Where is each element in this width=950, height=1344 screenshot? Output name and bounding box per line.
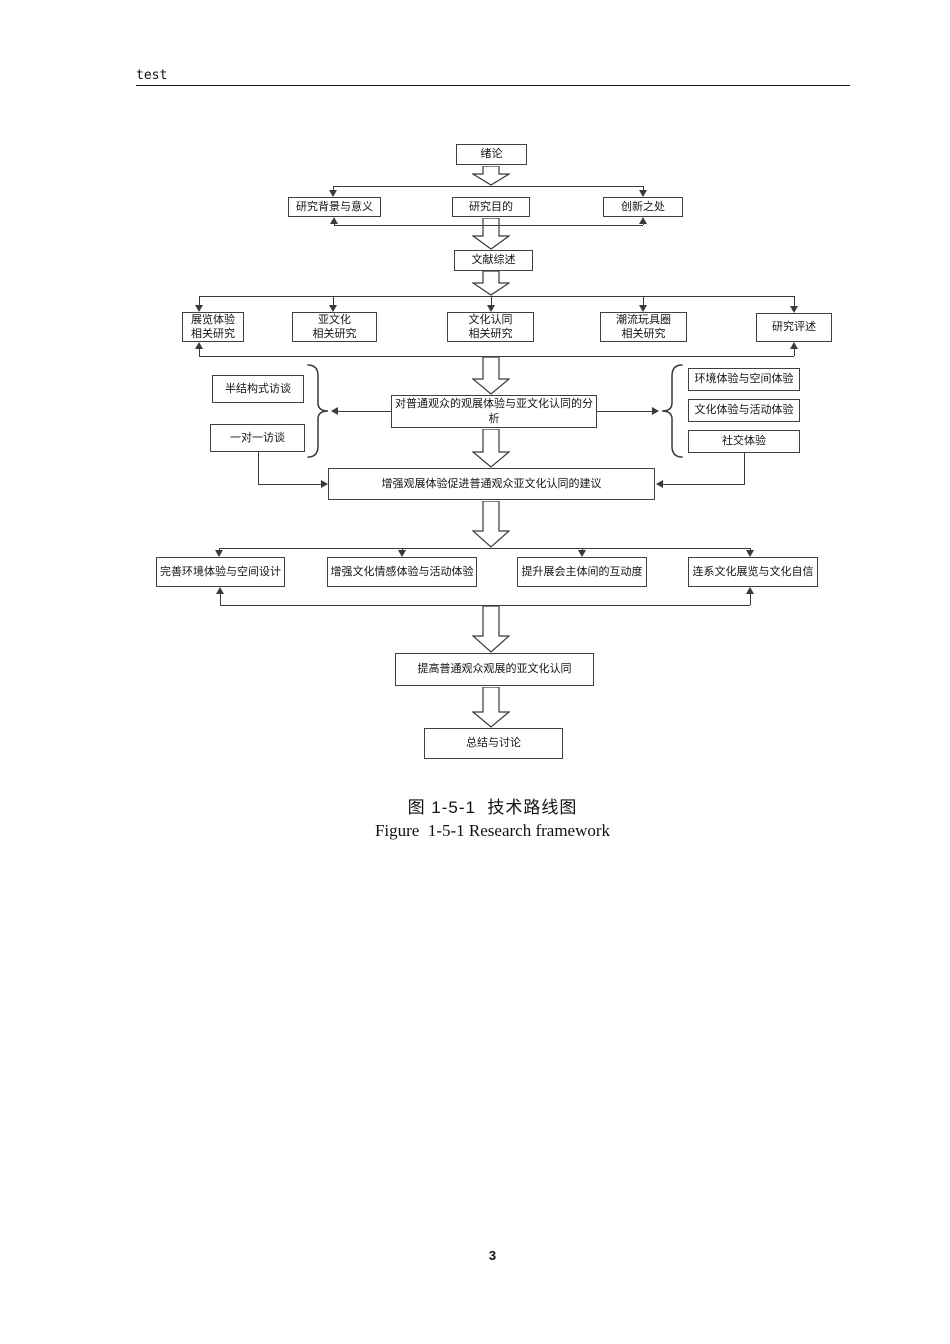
flow-arrow-down-icon bbox=[472, 606, 510, 653]
arrowhead-down-icon bbox=[329, 305, 337, 312]
flow-node-outcome: 提高普通观众观展的亚文化认同 bbox=[395, 653, 594, 686]
flow-arrow-down-icon bbox=[472, 687, 510, 728]
flow-node-literature: 文献综述 bbox=[454, 250, 533, 271]
arrowhead-up-icon bbox=[639, 217, 647, 224]
connector bbox=[337, 411, 391, 412]
connector bbox=[333, 296, 334, 306]
flow-node-enhance-emotion: 增强文化情感体验与活动体验 bbox=[327, 557, 477, 587]
flow-node-intro: 绪论 bbox=[456, 144, 527, 165]
connector bbox=[333, 186, 643, 187]
arrowhead-down-icon bbox=[639, 305, 647, 312]
connector bbox=[258, 484, 321, 485]
connector bbox=[491, 296, 492, 306]
connector bbox=[219, 548, 750, 549]
arrowhead-down-icon bbox=[215, 550, 223, 557]
arrowhead-down-icon bbox=[578, 550, 586, 557]
arrowhead-left-icon bbox=[331, 407, 338, 415]
connector bbox=[794, 349, 795, 356]
flow-node-analysis: 对普通观众的观展体验与亚文化认同的分析 bbox=[391, 395, 597, 428]
figure-caption-en: Figure 1-5-1 Research framework bbox=[374, 821, 611, 840]
connector bbox=[744, 453, 745, 485]
arrowhead-up-icon bbox=[746, 587, 754, 594]
flow-node-interaction: 提升展会主体间的互动度 bbox=[517, 557, 647, 587]
brace-right-icon bbox=[307, 364, 329, 458]
flow-node-env-experience: 环境体验与空间体验 bbox=[688, 368, 800, 391]
flow-node-identity-research: 文化认同 相关研究 bbox=[447, 312, 534, 342]
connector bbox=[199, 349, 200, 356]
arrowhead-up-icon bbox=[216, 587, 224, 594]
flow-node-review: 研究评述 bbox=[756, 313, 832, 342]
flow-arrow-down-icon bbox=[472, 166, 510, 186]
flow-arrow-down-icon bbox=[472, 357, 510, 395]
flow-node-social-experience: 社交体验 bbox=[688, 430, 800, 453]
flow-node-suggestion: 增强观展体验促进普通观众亚文化认同的建议 bbox=[328, 468, 655, 500]
flow-node-exhibition-research: 展览体验 相关研究 bbox=[182, 312, 244, 342]
flow-node-background: 研究背景与意义 bbox=[288, 197, 381, 217]
arrowhead-down-icon bbox=[398, 550, 406, 557]
arrowhead-down-icon bbox=[329, 190, 337, 197]
connector bbox=[750, 594, 751, 605]
flow-node-subculture-research: 亚文化 相关研究 bbox=[292, 312, 377, 342]
arrowhead-up-icon bbox=[790, 342, 798, 349]
arrowhead-left-icon bbox=[656, 480, 663, 488]
flow-node-purpose: 研究目的 bbox=[452, 197, 530, 217]
flow-node-conclusion: 总结与讨论 bbox=[424, 728, 563, 759]
connector bbox=[597, 411, 652, 412]
connector bbox=[662, 484, 744, 485]
flow-arrow-down-icon bbox=[472, 271, 510, 296]
connector bbox=[199, 296, 794, 297]
arrowhead-down-icon bbox=[639, 190, 647, 197]
page-number: 3 bbox=[488, 1248, 497, 1263]
connector bbox=[258, 452, 259, 485]
arrowhead-up-icon bbox=[195, 342, 203, 349]
connector bbox=[643, 186, 644, 192]
connector bbox=[794, 296, 795, 306]
flow-node-connect-culture: 连系文化展览与文化自信 bbox=[688, 557, 818, 587]
flow-arrow-down-icon bbox=[472, 218, 510, 250]
arrowhead-up-icon bbox=[330, 217, 338, 224]
connector bbox=[199, 296, 200, 306]
flow-node-one-on-one: 一对一访谈 bbox=[210, 424, 305, 452]
connector bbox=[334, 225, 643, 226]
figure-caption-zh: 图 1-5-1 技术路线图 bbox=[407, 798, 578, 817]
flow-node-innovation: 创新之处 bbox=[603, 197, 683, 217]
arrowhead-right-icon bbox=[321, 480, 328, 488]
flow-node-improve-env: 完善环境体验与空间设计 bbox=[156, 557, 285, 587]
flow-node-semi-interview: 半结构式访谈 bbox=[212, 375, 304, 403]
flow-arrow-down-icon bbox=[472, 501, 510, 548]
arrowhead-down-icon bbox=[487, 305, 495, 312]
header-label: test bbox=[136, 68, 168, 83]
header-rule bbox=[136, 85, 850, 86]
connector bbox=[199, 356, 794, 357]
connector bbox=[220, 594, 221, 605]
connector bbox=[643, 296, 644, 306]
arrowhead-down-icon bbox=[746, 550, 754, 557]
flow-node-toys-research: 潮流玩具圈 相关研究 bbox=[600, 312, 687, 342]
connector bbox=[220, 605, 750, 606]
flow-node-culture-experience: 文化体验与活动体验 bbox=[688, 399, 800, 422]
brace-left-icon bbox=[661, 364, 683, 458]
flow-arrow-down-icon bbox=[472, 429, 510, 468]
connector bbox=[333, 186, 334, 192]
arrowhead-down-icon bbox=[195, 305, 203, 312]
arrowhead-down-icon bbox=[790, 306, 798, 313]
arrowhead-right-icon bbox=[652, 407, 659, 415]
